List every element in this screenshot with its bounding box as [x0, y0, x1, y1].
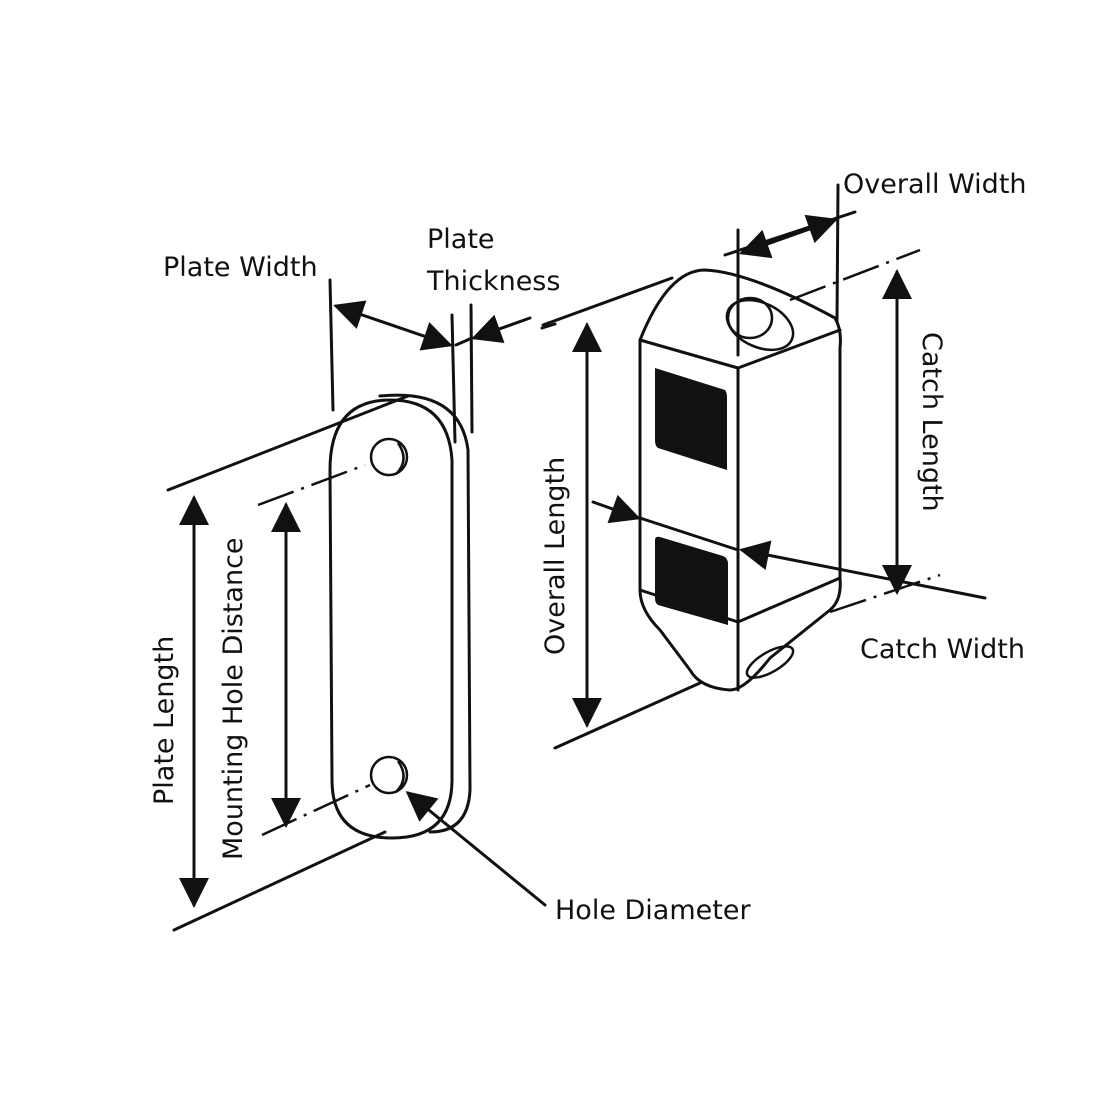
catch-dimension-lines	[541, 183, 987, 750]
label-plate-thickness-line2: Thickness	[426, 266, 560, 297]
overall-width-arrow	[739, 214, 838, 259]
label-hole-diameter: Hole Diameter	[555, 895, 751, 926]
plate-thickness-arrow	[471, 314, 532, 344]
label-plate-length: Plate Length	[149, 636, 180, 805]
catch-hole-bottom	[745, 645, 795, 679]
mounting-hole-top	[369, 437, 409, 477]
catch-width-arrow-left	[591, 494, 641, 524]
strike-plate	[328, 393, 472, 840]
label-catch-width: Catch Width	[860, 634, 1025, 665]
label-catch-length: Catch Length	[916, 332, 947, 512]
label-plate-thickness-line1: Plate	[427, 224, 495, 255]
label-mounting-hole-distance: Mounting Hole Distance	[218, 537, 249, 860]
mounting-hole-bottom	[369, 755, 409, 795]
magnet-pad-bottom	[655, 536, 728, 625]
catch-outline	[638, 268, 842, 692]
plate-front-face	[328, 398, 454, 840]
catch-hole-top	[725, 296, 795, 352]
plate-back-edge	[378, 393, 472, 834]
label-overall-length: Overall Length	[540, 457, 571, 655]
magnetic-catch	[638, 268, 842, 692]
plate-width-arrow	[333, 300, 453, 351]
label-plate-width: Plate Width	[163, 252, 318, 283]
label-overall-width: Overall Width	[843, 169, 1027, 200]
catch-width-arrow-right	[739, 540, 987, 600]
plate-dimension-lines	[166, 278, 557, 932]
magnet-pad-top	[655, 368, 727, 470]
hole-diameter-leader	[405, 791, 547, 907]
